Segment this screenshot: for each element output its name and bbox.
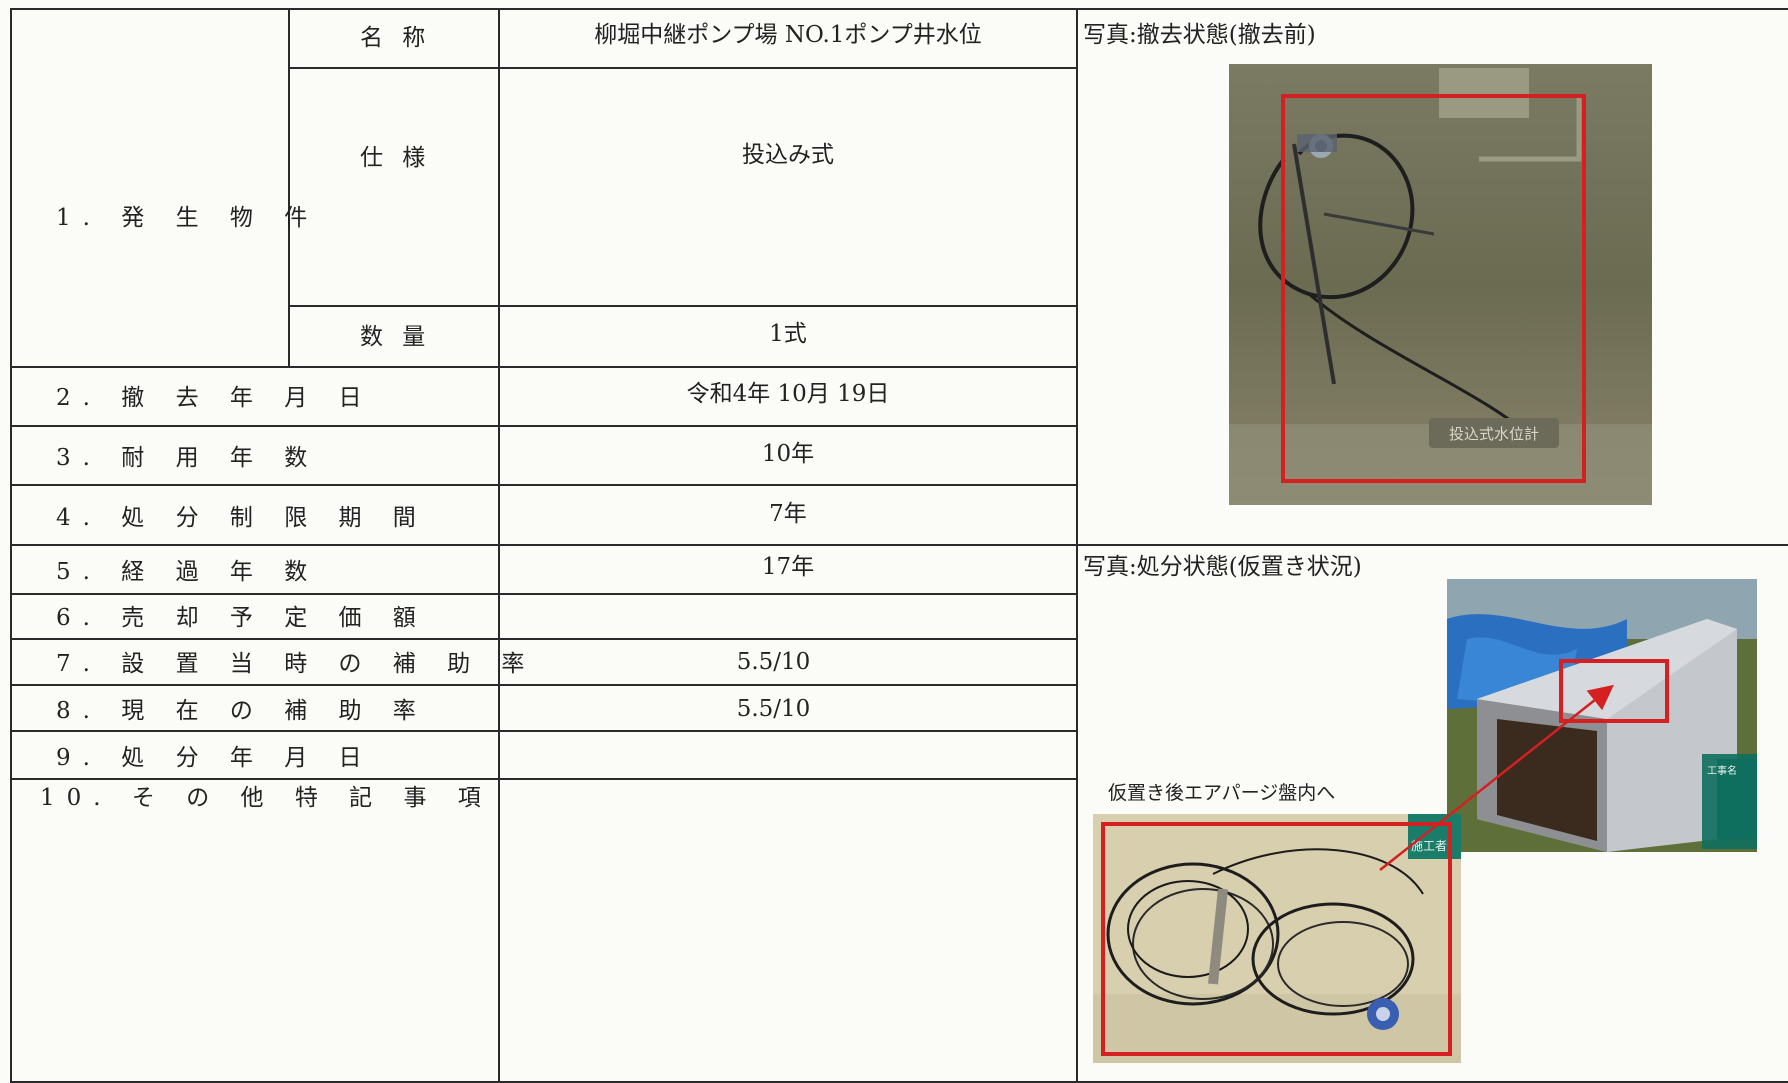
border-bottom [10,1081,1788,1083]
row-label-elapsed-years: 5. 経 過 年 数 [56,559,320,585]
row-value-current-subsidy: 5.5/10 [736,696,811,722]
rule-row-3 [10,425,1076,427]
row-label-removal-date: 2. 撤 去 年 月 日 [56,385,374,411]
row-label-sale-price: 6. 売 却 予 定 価 額 [56,605,428,631]
before-photo-sign: 投込式水位計 [1449,425,1539,443]
row-label-original-subsidy: 7. 設 置 当 時 の 補 助 率 [56,651,537,677]
border-top [10,8,1788,10]
name-label: 名 称 [360,25,432,51]
row-value-restriction-period: 7年 [769,501,807,527]
row-value-elapsed-years: 17年 [761,554,815,580]
row-value-service-life: 10年 [761,441,815,467]
rule-name [288,67,1076,69]
name-value: 柳堀中継ポンプ場 NO.1ポンプ井水位 [594,22,982,48]
item-section-label: 1. 発 生 物 件 [56,205,320,231]
rule-row-6 [10,593,1076,595]
after-note: 仮置き後エアパージ盤内へ [1108,782,1336,804]
rule-row-10 [10,778,1076,780]
row-value-original-subsidy: 5.5/10 [736,649,811,675]
divider-label-col [288,8,290,368]
spec-label: 仕 様 [360,145,432,171]
row-label-disposal-date: 9. 処 分 年 月 日 [56,745,374,771]
rule-row-7 [10,638,1076,640]
qty-label: 数 量 [360,324,432,350]
rule-row-9 [10,730,1076,732]
board-label-2: 施工者 [1411,839,1447,853]
before-removal-photo: 投込式水位計 [1229,64,1652,505]
row-label-service-life: 3. 耐 用 年 数 [56,445,320,471]
row-value-removal-date: 令和4年 10月 19日 [686,381,890,407]
row-label-current-subsidy: 8. 現 在 の 補 助 率 [56,698,428,724]
row-label-special-notes: 10. そ の 他 特 記 事 項 [40,785,493,811]
link-arrow [1379,684,1614,871]
after-photo-caption: 写真:処分状態(仮置き状況) [1083,554,1362,580]
qty-value: 1式 [769,321,807,347]
rule-spec [288,305,1076,307]
rule-row-5 [10,544,1788,546]
before-photo-caption: 写真:撤去状態(撤去前) [1083,22,1316,48]
rule-row-8 [10,684,1076,686]
row-label-restriction-period: 4. 処 分 制 限 期 間 [56,505,428,531]
board-label-1: 工事名 [1707,764,1737,777]
rule-row-2 [10,366,1076,368]
storage-box-photo: 工事名 [1447,579,1757,852]
rule-row-4 [10,484,1076,486]
spec-value: 投込み式 [742,142,834,168]
